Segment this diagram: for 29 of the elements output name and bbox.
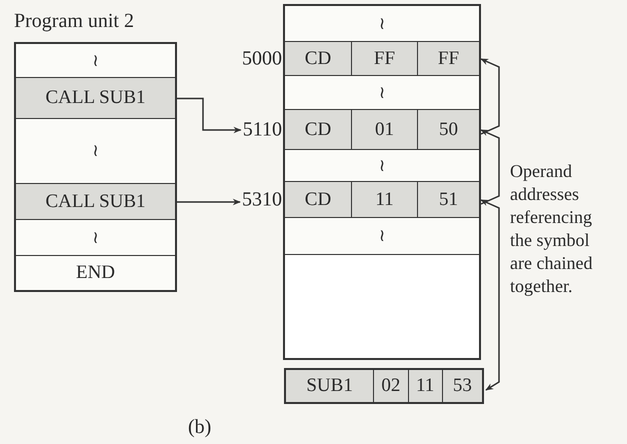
figure-caption: (b) (188, 416, 212, 439)
empty-memory-area (285, 254, 479, 358)
byte-value: 53 (442, 370, 482, 402)
byte-value: CD (304, 118, 332, 142)
byte-value: 02 (373, 370, 408, 402)
arrow (480, 199, 500, 391)
address-label: 5000 (242, 47, 282, 70)
address-label: 5110 (242, 118, 282, 141)
code-line: END (16, 256, 175, 290)
code-line: ≀ (285, 218, 479, 254)
byte-value: CD (304, 46, 332, 70)
byte-value: FF (351, 42, 417, 75)
byte-value: 11 (351, 182, 417, 217)
byte-value: CD (304, 188, 332, 212)
byte-value: 51 (417, 182, 479, 217)
section-heading: Program unit 2 (14, 10, 134, 33)
note-text: Operand addresses referencing the symbol are chained together. (510, 160, 594, 298)
address-label: 5310 (242, 188, 282, 211)
arrow (175, 98, 242, 134)
symbol-table-entry (284, 368, 484, 404)
code-line: ≀ (16, 220, 175, 256)
arrow (480, 129, 500, 205)
byte-value: 50 (417, 110, 479, 149)
arrow (480, 58, 500, 135)
byte-value: SUB1 (305, 374, 354, 398)
byte-value: 01 (351, 110, 417, 149)
arrow (175, 198, 241, 206)
byte-value: FF (417, 42, 479, 75)
byte-value: 11 (408, 370, 442, 402)
